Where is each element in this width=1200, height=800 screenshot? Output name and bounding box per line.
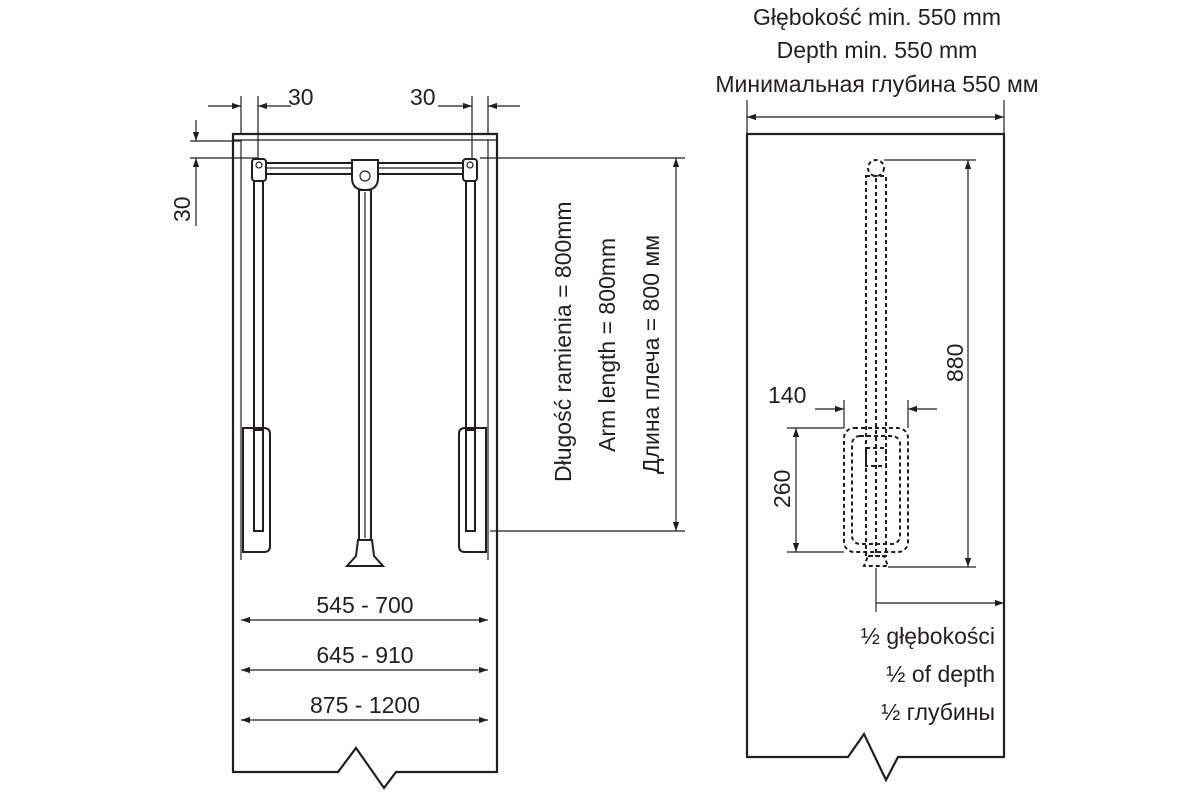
depth-label-ru: Минимальная глубина 550 мм bbox=[715, 71, 1038, 97]
left-arm-lower bbox=[253, 429, 264, 532]
front-view: 30 30 30 Długość ramienia = 800mm Arm le… bbox=[169, 84, 685, 790]
left-bracket-screw bbox=[255, 161, 263, 169]
cabinet-outline bbox=[231, 132, 499, 790]
arm-length-ru: Длина плеча = 800 мм bbox=[638, 235, 664, 474]
side-top-pivot bbox=[867, 159, 885, 177]
right-arm-lower bbox=[465, 429, 476, 532]
width-range-1: 545 - 700 bbox=[316, 592, 413, 618]
dim-left-gap: 30 bbox=[288, 84, 314, 110]
side-view: Głębokość min. 550 mm Depth min. 550 mm … bbox=[715, 4, 1039, 783]
pull-handle bbox=[344, 539, 386, 567]
arm-length-en: Arm length = 800mm bbox=[594, 238, 620, 452]
half-depth-pl: ½ głębokości bbox=[861, 623, 995, 649]
side-basket-inner bbox=[851, 435, 901, 545]
width-range-2: 645 - 910 bbox=[316, 642, 413, 668]
dim-height: 880 bbox=[942, 344, 968, 382]
arm-length-pl: Długość ramienia = 800mm bbox=[550, 201, 576, 482]
right-bracket-screw bbox=[466, 161, 474, 169]
half-depth-en: ½ of depth bbox=[886, 661, 995, 687]
center-hub bbox=[351, 159, 379, 192]
dim-box-height: 260 bbox=[769, 470, 795, 508]
side-handle bbox=[862, 555, 890, 567]
depth-label-pl: Głębokość min. 550 mm bbox=[753, 4, 1001, 30]
half-depth-ru: ½ глубины bbox=[881, 699, 995, 725]
dim-right-gap: 30 bbox=[410, 84, 436, 110]
side-clip bbox=[865, 447, 887, 467]
dim-width: 140 bbox=[768, 382, 806, 408]
side-cabinet-outline bbox=[745, 132, 1006, 783]
hub-pivot bbox=[359, 170, 371, 182]
dim-top-gap: 30 bbox=[169, 196, 195, 222]
width-range-3: 875 - 1200 bbox=[310, 692, 420, 718]
side-basket bbox=[843, 427, 909, 553]
depth-label-en: Depth min. 550 mm bbox=[777, 37, 978, 63]
side-arm bbox=[865, 175, 887, 557]
